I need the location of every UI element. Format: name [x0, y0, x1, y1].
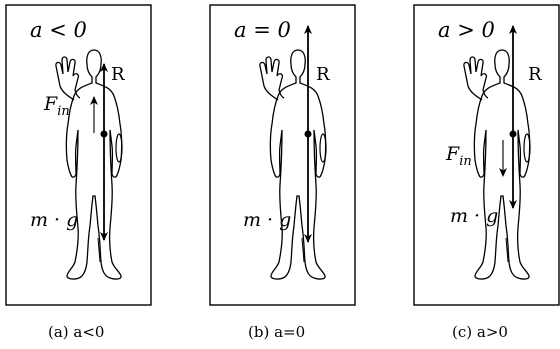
- panel-b-frame: [209, 4, 356, 306]
- panel-b-condition: a = 0: [234, 18, 291, 42]
- panel-b-weight-label: m · g: [243, 209, 291, 231]
- panel-b: a = 0 R m · g (b) a=0: [209, 4, 356, 341]
- panel-c-weight-label: m · g: [450, 205, 498, 227]
- panel-c-condition: a > 0: [438, 18, 495, 42]
- panel-c-person-outline: [463, 49, 531, 280]
- panel-c-reaction-label: R: [528, 64, 542, 85]
- panel-a-condition: a < 0: [30, 18, 87, 42]
- panel-a-inertial-force-label: Fin: [43, 93, 70, 119]
- panel-b-center-of-mass: [304, 130, 312, 138]
- panel-b-caption: (b) a=0: [248, 323, 305, 341]
- panel-a-caption: (a) a<0: [48, 323, 104, 341]
- panel-b-reaction-label: R: [316, 64, 330, 85]
- panel-a-center-of-mass: [100, 130, 108, 138]
- panel-a-weight-label: m · g: [30, 209, 78, 231]
- panel-c: a > 0 R Fin m · g (c) a>0: [413, 4, 560, 341]
- panel-a: a < 0 R Fin m · g (a) a<0: [5, 4, 152, 341]
- panel-c-inertial-force-label: Fin: [445, 143, 472, 169]
- panel-c-center-of-mass: [509, 130, 517, 138]
- panel-a-reaction-label: R: [111, 64, 125, 85]
- panel-a-frame: [5, 4, 152, 306]
- panel-c-caption: (c) a>0: [452, 323, 508, 341]
- panel-c-frame: [413, 4, 560, 306]
